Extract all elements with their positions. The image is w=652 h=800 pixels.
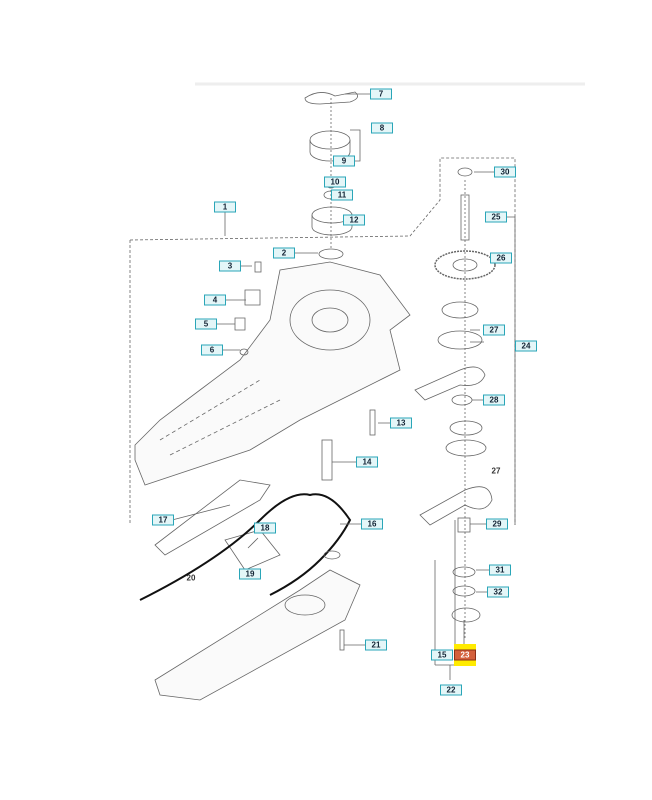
top-stack-parts [304, 91, 358, 260]
part-label-16[interactable]: 16 [361, 518, 383, 530]
right-stack-parts [414, 167, 516, 680]
part-label-2[interactable]: 2 [273, 247, 295, 259]
part-label-21[interactable]: 21 [365, 639, 387, 651]
part-label-7[interactable]: 7 [370, 88, 392, 100]
part-label-11[interactable]: 11 [331, 189, 353, 201]
part-label-8[interactable]: 8 [371, 122, 393, 134]
part-label-17[interactable]: 17 [152, 514, 174, 526]
small-parts-left [234, 261, 376, 481]
part-label-22[interactable]: 22 [440, 684, 462, 696]
part-label-24[interactable]: 24 [515, 340, 537, 352]
part-label-9[interactable]: 9 [333, 155, 355, 167]
part-label-26[interactable]: 26 [490, 252, 512, 264]
part-label-20[interactable]: 20 [186, 573, 196, 583]
part-label-12[interactable]: 12 [343, 214, 365, 226]
part-label-18[interactable]: 18 [254, 522, 276, 534]
part-label-25[interactable]: 25 [485, 211, 507, 223]
highlighted-part-marker: 23 [454, 644, 476, 666]
part-label-27-lower[interactable]: 27 [491, 466, 501, 476]
part-label-14[interactable]: 14 [356, 456, 378, 468]
part-label-31[interactable]: 31 [489, 564, 511, 576]
part-label-13[interactable]: 13 [390, 417, 412, 429]
plate [154, 479, 271, 556]
part-label-28[interactable]: 28 [483, 394, 505, 406]
part-label-3[interactable]: 3 [219, 260, 241, 272]
gearbox-cover [154, 569, 361, 701]
part-label-23[interactable]: 23 [454, 649, 476, 661]
part-label-4[interactable]: 4 [204, 294, 226, 306]
gasket-cord [139, 493, 352, 601]
part-label-32[interactable]: 32 [487, 586, 509, 598]
part-label-29[interactable]: 29 [486, 518, 508, 530]
part-label-5[interactable]: 5 [195, 318, 217, 330]
part-label-19[interactable]: 19 [239, 568, 261, 580]
part-label-30[interactable]: 30 [494, 166, 516, 178]
bracket [224, 529, 281, 571]
part-label-1[interactable]: 1 [214, 201, 236, 213]
part-label-6[interactable]: 6 [201, 344, 223, 356]
part-label-15[interactable]: 15 [431, 649, 453, 661]
part-label-10[interactable]: 10 [324, 176, 346, 188]
gearbox-housing [134, 261, 411, 486]
part-label-27[interactable]: 27 [483, 324, 505, 336]
